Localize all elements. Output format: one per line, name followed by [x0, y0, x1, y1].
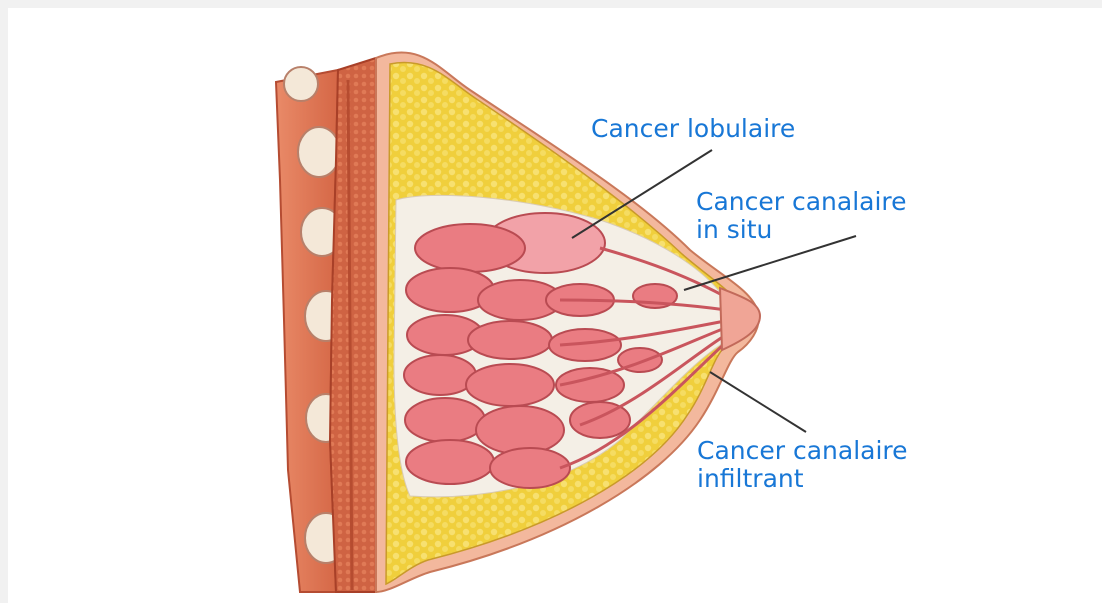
nipple	[720, 288, 760, 350]
label-cancer-canalaire-in-situ: Cancer canalaire in situ	[696, 188, 907, 244]
label-in-situ-line2: in situ	[696, 216, 907, 244]
label-infiltrant-line1: Cancer canalaire	[697, 437, 908, 465]
label-cancer-lobulaire-text: Cancer lobulaire	[591, 115, 795, 143]
label-in-situ-line1: Cancer canalaire	[696, 188, 907, 216]
label-cancer-canalaire-infiltrant: Cancer canalaire infiltrant	[697, 437, 908, 493]
label-infiltrant-line2: infiltrant	[697, 465, 908, 493]
label-cancer-lobulaire: Cancer lobulaire	[591, 115, 795, 143]
